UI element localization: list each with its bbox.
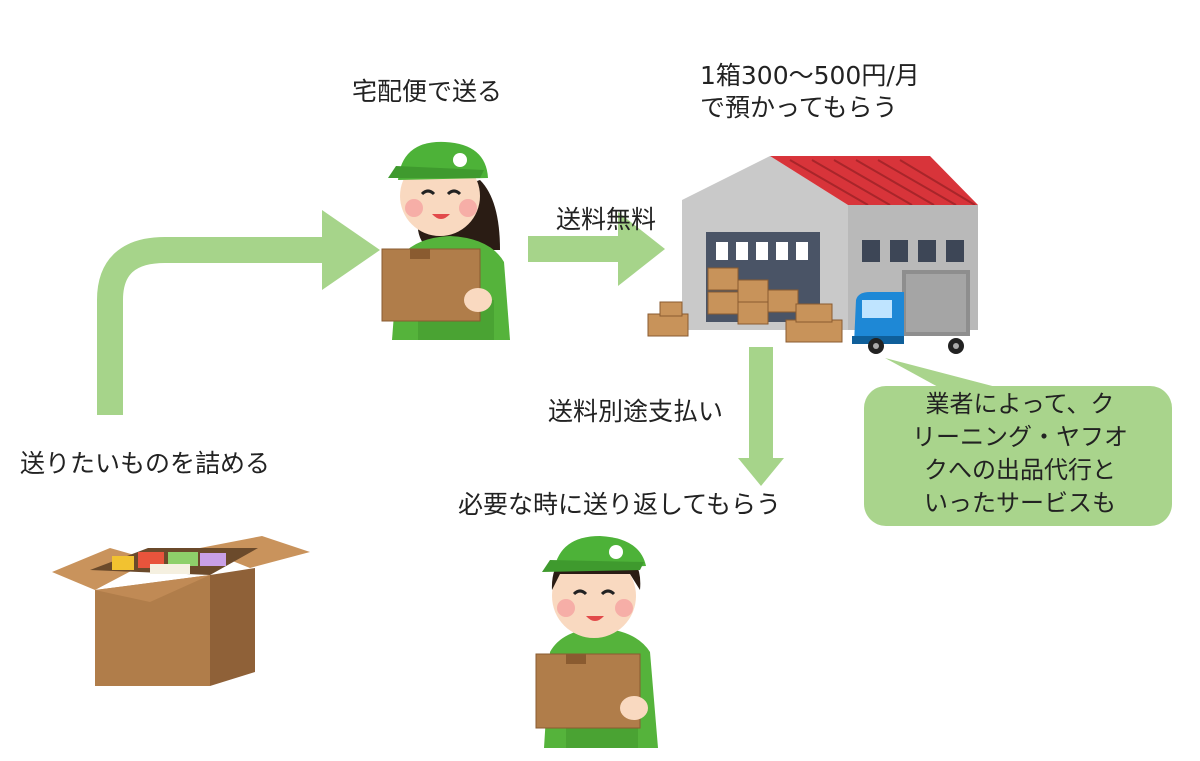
courier-woman-icon (381, 141, 510, 340)
label-pack: 送りたいものを詰める (20, 449, 271, 478)
arrow-down-to-return (738, 347, 784, 486)
cardboard-box-icon (52, 536, 310, 686)
truck-icon (852, 270, 970, 354)
label-return-when-needed: 必要な時に送り返してもらう (458, 490, 782, 519)
label-shipping-paid: 送料別途支払い (548, 397, 724, 426)
courier-man-icon (535, 536, 658, 748)
label-storage-price: 1箱300〜500円/月 (700, 61, 920, 90)
label-storage-keep: で預かってもらう (700, 93, 898, 122)
speech-bubble-text: 業者によって、ク リーニング・ヤフオ クへの出品代行と いったサービスも (868, 388, 1172, 520)
speech-bubble-shape (864, 358, 1172, 526)
curved-arrow-to-courier (97, 210, 380, 415)
bubble-line: 業者によって、ク (925, 390, 1115, 418)
arrow-to-warehouse (528, 212, 665, 286)
label-shipping-free: 送料無料 (556, 205, 657, 234)
label-send-by-courier: 宅配便で送る (352, 77, 503, 106)
bubble-line: いったサービスも (924, 489, 1116, 517)
bubble-line: クへの出品代行と (924, 456, 1116, 484)
bubble-line: リーニング・ヤフオ (912, 423, 1128, 451)
